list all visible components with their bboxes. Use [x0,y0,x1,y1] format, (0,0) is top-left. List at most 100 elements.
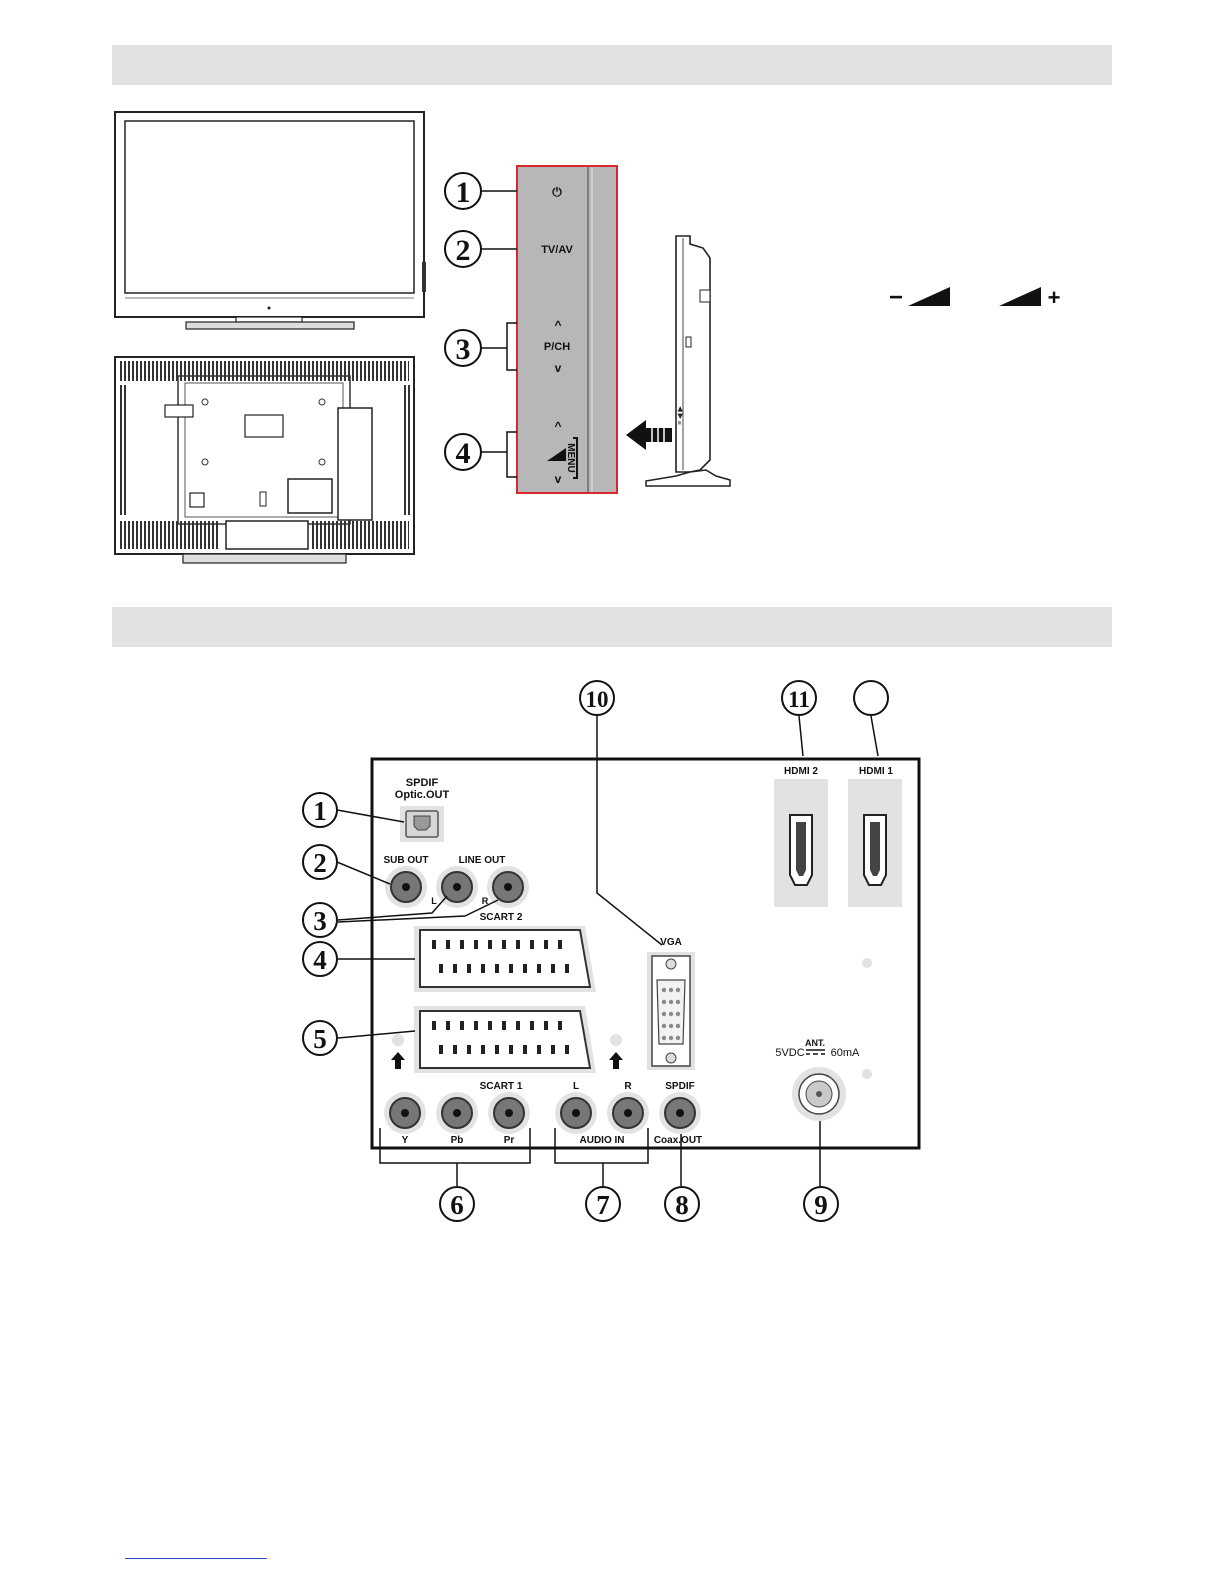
connector-pin [565,1045,569,1054]
connector-pin [439,1045,443,1054]
component-y-jack[interactable] [384,1092,426,1134]
rp-callout-3: 3 [313,906,327,936]
connector-pin [488,1021,492,1030]
connector-pin [565,964,569,973]
menu-button-label[interactable]: MENU [565,443,576,472]
connector-pin [453,1045,457,1054]
scart2-label: SCART 2 [480,912,523,923]
cp-callout-4: 4 [456,437,471,470]
connector-pin [467,1045,471,1054]
connector-pin [558,940,562,949]
footer-link-underline [125,1558,267,1559]
component-pb-jack[interactable] [436,1092,478,1134]
power-button-symbol[interactable]: ⏻ [552,185,562,199]
connector-pin [551,1045,555,1054]
connector-pin [530,940,534,949]
connector-pin [446,940,450,949]
vga-port[interactable] [647,952,695,1070]
volume-down-arrow[interactable]: v [555,472,562,486]
rp-callout-9: 9 [814,1190,828,1220]
rp-callout-6: 6 [450,1190,464,1220]
vga-pin [676,1024,680,1028]
vga-pin [662,1012,666,1016]
connector-pin [467,964,471,973]
audio-in-left-jack[interactable] [555,1092,597,1134]
coax-out-label: Coax.OUT [654,1135,702,1146]
antenna-input-port[interactable] [792,1067,846,1121]
vga-pin [662,1024,666,1028]
connector-pin [439,964,443,973]
spdif-coax-out-jack[interactable] [659,1092,701,1134]
component-pr-jack[interactable] [488,1092,530,1134]
connector-pin [446,1021,450,1030]
connector-pin [558,1021,562,1030]
rp-callout-10: 10 [586,687,609,712]
connector-pin [453,964,457,973]
vga-label: VGA [660,937,682,948]
connector-pin [460,1021,464,1030]
channel-down-arrow[interactable]: v [555,361,562,375]
tv-side-view-illustration: ≡ ◀ ▶ [646,236,730,486]
vga-pin [662,1000,666,1004]
control-panel-callouts [445,173,481,470]
cp-callout-1: 1 [456,176,471,209]
hdmi2-port[interactable] [774,779,828,907]
vga-pin [669,1012,673,1016]
vga-pin [669,1024,673,1028]
component-pr-label: Pr [504,1135,515,1146]
rp-callout-5: 5 [313,1024,327,1054]
component-y-label: Y [402,1135,409,1146]
spdif-coax-label: SPDIF [665,1081,694,1092]
volume-up-arrow[interactable]: ^ [554,419,561,433]
insert-arrow-icon [626,420,672,450]
vga-pin [669,1036,673,1040]
vga-pin [676,1036,680,1040]
vga-pin [676,988,680,992]
volume-down-wedge-icon [908,287,950,306]
connector-pin [481,1045,485,1054]
spdif-optic-label-1: SPDIF [406,777,439,789]
vga-pin [676,1012,680,1016]
antenna-ma-label: 60mA [831,1047,860,1059]
channel-up-arrow[interactable]: ^ [554,318,561,332]
vga-pin [669,988,673,992]
connector-pin [523,964,527,973]
scart1-port[interactable] [414,1006,596,1073]
sub-out-label: SUB OUT [384,855,429,866]
vga-pin [676,1000,680,1004]
component-pb-label: Pb [451,1135,464,1146]
hdmi1-port[interactable] [848,779,902,907]
hdmi2-label: HDMI 2 [784,766,818,777]
tv-back-illustration [115,357,414,563]
connector-pin [502,1021,506,1030]
rp-callout-11: 11 [788,687,810,712]
spdif-optical-port[interactable] [400,806,444,842]
rp-callout-7: 7 [596,1190,610,1220]
connector-pin [544,1021,548,1030]
tv-av-button-label[interactable]: TV/AV [541,244,573,256]
spdif-optic-label-2: Optic.OUT [395,789,450,801]
tv-front-illustration [115,112,426,329]
volume-plus-symbol: + [1048,285,1061,310]
scart2-port[interactable] [414,926,596,992]
vga-pin [669,1000,673,1004]
sub-out-jack[interactable] [385,866,427,908]
pch-button-label: P/CH [544,341,570,353]
line-out-label: LINE OUT [459,855,506,866]
scart1-label: SCART 1 [480,1081,523,1092]
hdmi1-label: HDMI 1 [859,766,893,777]
audio-l-label: L [573,1081,579,1092]
control-panel-leaders [481,191,517,477]
connector-pin [495,1045,499,1054]
connector-pin [523,1045,527,1054]
connector-pin [516,940,520,949]
cp-callout-3: 3 [456,333,471,366]
rp-callout-1: 1 [313,796,327,826]
connector-pin [432,1021,436,1030]
audio-in-right-jack[interactable] [607,1092,649,1134]
screw-hole [862,1069,872,1079]
connector-pin [432,940,436,949]
screw-hole [862,958,872,968]
antenna-5vdc-label: 5VDC [775,1047,804,1059]
